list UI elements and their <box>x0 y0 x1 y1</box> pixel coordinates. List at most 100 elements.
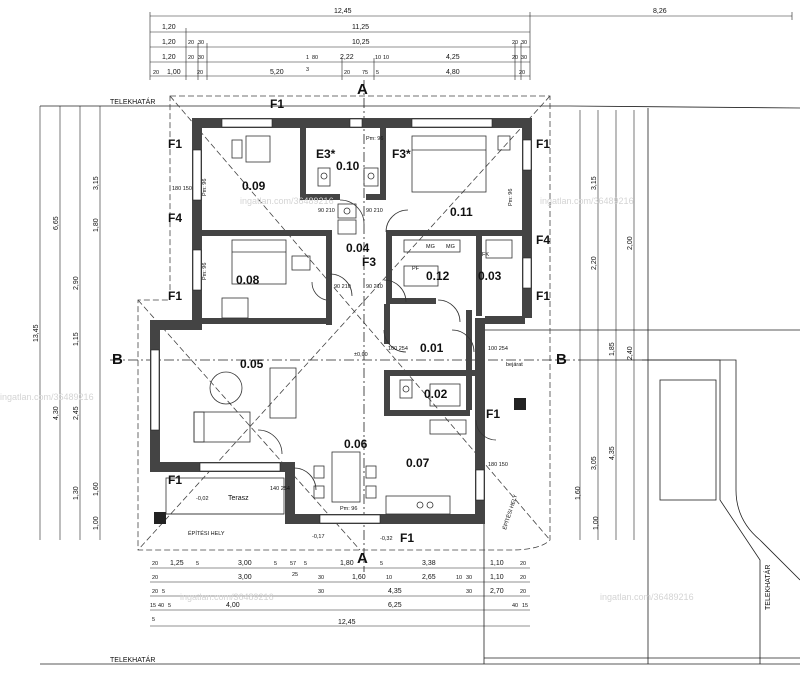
dim-text: 2,22 <box>340 54 354 61</box>
level-mark: -0,17 <box>312 534 325 540</box>
entrance-label: bejárat <box>506 362 523 368</box>
dim-text: 57 <box>290 561 296 567</box>
dim-text: 30 <box>466 589 472 595</box>
dim-text: 5,20 <box>270 69 284 76</box>
watermark-text: ingatlan.com/36489216 <box>600 592 694 602</box>
appliance-label: MG <box>446 244 455 250</box>
dim-text: 1,10 <box>490 574 504 581</box>
dim-text: 80 <box>312 55 318 61</box>
dim-text: 3,05 <box>591 456 598 470</box>
dim-text: 1,20 <box>162 39 176 46</box>
dim-text: 1,25 <box>170 560 184 567</box>
window-codes: F1 F1 F4 F1 E3* F3* F1 F4 F1 F3 F1 F1 F1 <box>168 97 550 545</box>
door-size: 90 210 <box>318 208 335 214</box>
window-code: F3 <box>362 255 376 269</box>
window-code: F1 <box>536 137 550 151</box>
dim-text: 1,15 <box>73 332 80 346</box>
room-number: 0.06 <box>344 437 368 451</box>
bottom-dimensions: 20 1,25 5 3,00 5 57 5 1,80 5 3,38 1,10 2… <box>150 560 530 627</box>
dim-text: 1,00 <box>593 516 600 530</box>
window-code: F1 <box>486 407 500 421</box>
section-a-top: A <box>357 81 368 98</box>
dim-text: 2,40 <box>627 346 634 360</box>
left-dimensions: 13,45 6,65 4,30 2,90 1,30 1,15 2,45 1,60… <box>33 106 101 540</box>
reference-code: Pm: 96 <box>366 136 383 142</box>
dim-text: 1,80 <box>340 560 354 567</box>
watermarks: ingatlan.com/36489216 ingatlan.com/36489… <box>0 196 694 602</box>
watermark-text: ingatlan.com/36489216 <box>0 392 94 402</box>
dim-text: 6,65 <box>53 216 60 230</box>
dim-text: 5 <box>162 589 165 595</box>
dim-text: 1,60 <box>93 482 100 496</box>
dim-text: 3,15 <box>93 176 100 190</box>
dim-text: 30 <box>521 55 527 61</box>
dim-text: 1,60 <box>352 574 366 581</box>
dim-text: 2,65 <box>422 574 436 581</box>
dim-text: 20 <box>344 70 350 76</box>
dim-text: 30 <box>198 40 204 46</box>
watermark-text: ingatlan.com/36489216 <box>180 592 274 602</box>
dim-top-total: 12,45 <box>334 8 352 15</box>
dim-text: 5 <box>274 561 277 567</box>
dim-text: 4,80 <box>446 69 460 76</box>
dim-text: 40 <box>158 603 164 609</box>
dim-text: 20 <box>152 561 158 567</box>
dim-text: 4,30 <box>53 406 60 420</box>
dim-text: 1,10 <box>490 560 504 567</box>
dim-text: 15 <box>522 603 528 609</box>
dim-text: 4,35 <box>609 446 616 460</box>
dim-text: 3 <box>306 67 309 73</box>
dim-text: 1,20 <box>162 24 176 31</box>
dim-text: 10 <box>386 575 392 581</box>
dim-text: 2,45 <box>73 406 80 420</box>
doors <box>257 199 497 491</box>
window-code: F1 <box>168 473 182 487</box>
reference-code: Pm: 96 <box>202 179 208 196</box>
window-code: F3* <box>392 147 411 161</box>
dim-text: 20 <box>520 561 526 567</box>
dim-text: 4,25 <box>446 54 460 61</box>
dim-text: 20 <box>520 575 526 581</box>
window-code: F4 <box>168 211 182 225</box>
dim-text: 4,35 <box>388 588 402 595</box>
dim-text: 20 <box>153 70 159 76</box>
dim-text: 20 <box>519 70 525 76</box>
door-size: 90 210 <box>366 208 383 214</box>
room-number: 0.12 <box>426 269 450 283</box>
dim-text: 5 <box>304 561 307 567</box>
room-number: 0.04 <box>346 241 370 255</box>
room-labels: 0.09 0.10 0.11 0.08 0.04 0.12 0.03 0.05 … <box>236 159 502 470</box>
door-size: 90 210 <box>366 284 383 290</box>
watermark-text: ingatlan.com/36489216 <box>240 196 334 206</box>
dim-text: 5 <box>168 603 171 609</box>
dim-text: 1,80 <box>93 218 100 232</box>
section-b-right: B <box>556 351 567 368</box>
dim-top-right: 8,26 <box>653 8 667 15</box>
dim-text: 4,00 <box>226 602 240 609</box>
level-mark: ±0,00 <box>354 352 368 358</box>
property-line-label: TELEKHATÁR <box>110 655 155 664</box>
reference-code: Pm: 96 <box>508 189 514 206</box>
window-code: E3* <box>316 147 336 161</box>
dim-text: 3,00 <box>238 560 252 567</box>
level-mark: -0,32 <box>380 536 393 542</box>
dim-text: 12,45 <box>338 619 356 626</box>
appliance-label: PF <box>412 266 420 272</box>
room-number: 0.05 <box>240 357 264 371</box>
dim-text: 30 <box>198 55 204 61</box>
dim-text: 2,70 <box>490 588 504 595</box>
appliance-label: FK <box>482 252 489 258</box>
dim-text: 3,15 <box>591 176 598 190</box>
dim-text: 1,30 <box>73 486 80 500</box>
section-a-bottom: A <box>357 550 368 567</box>
reference-code: Pm: 96 <box>340 506 357 512</box>
window-code: F4 <box>536 233 550 247</box>
windows <box>150 118 532 524</box>
dim-text: 1,20 <box>162 54 176 61</box>
dim-text: 30 <box>521 40 527 46</box>
dim-text: 2,00 <box>627 236 634 250</box>
window-code: F1 <box>270 97 284 111</box>
section-axes <box>110 80 578 572</box>
dim-text: 1,00 <box>167 69 181 76</box>
